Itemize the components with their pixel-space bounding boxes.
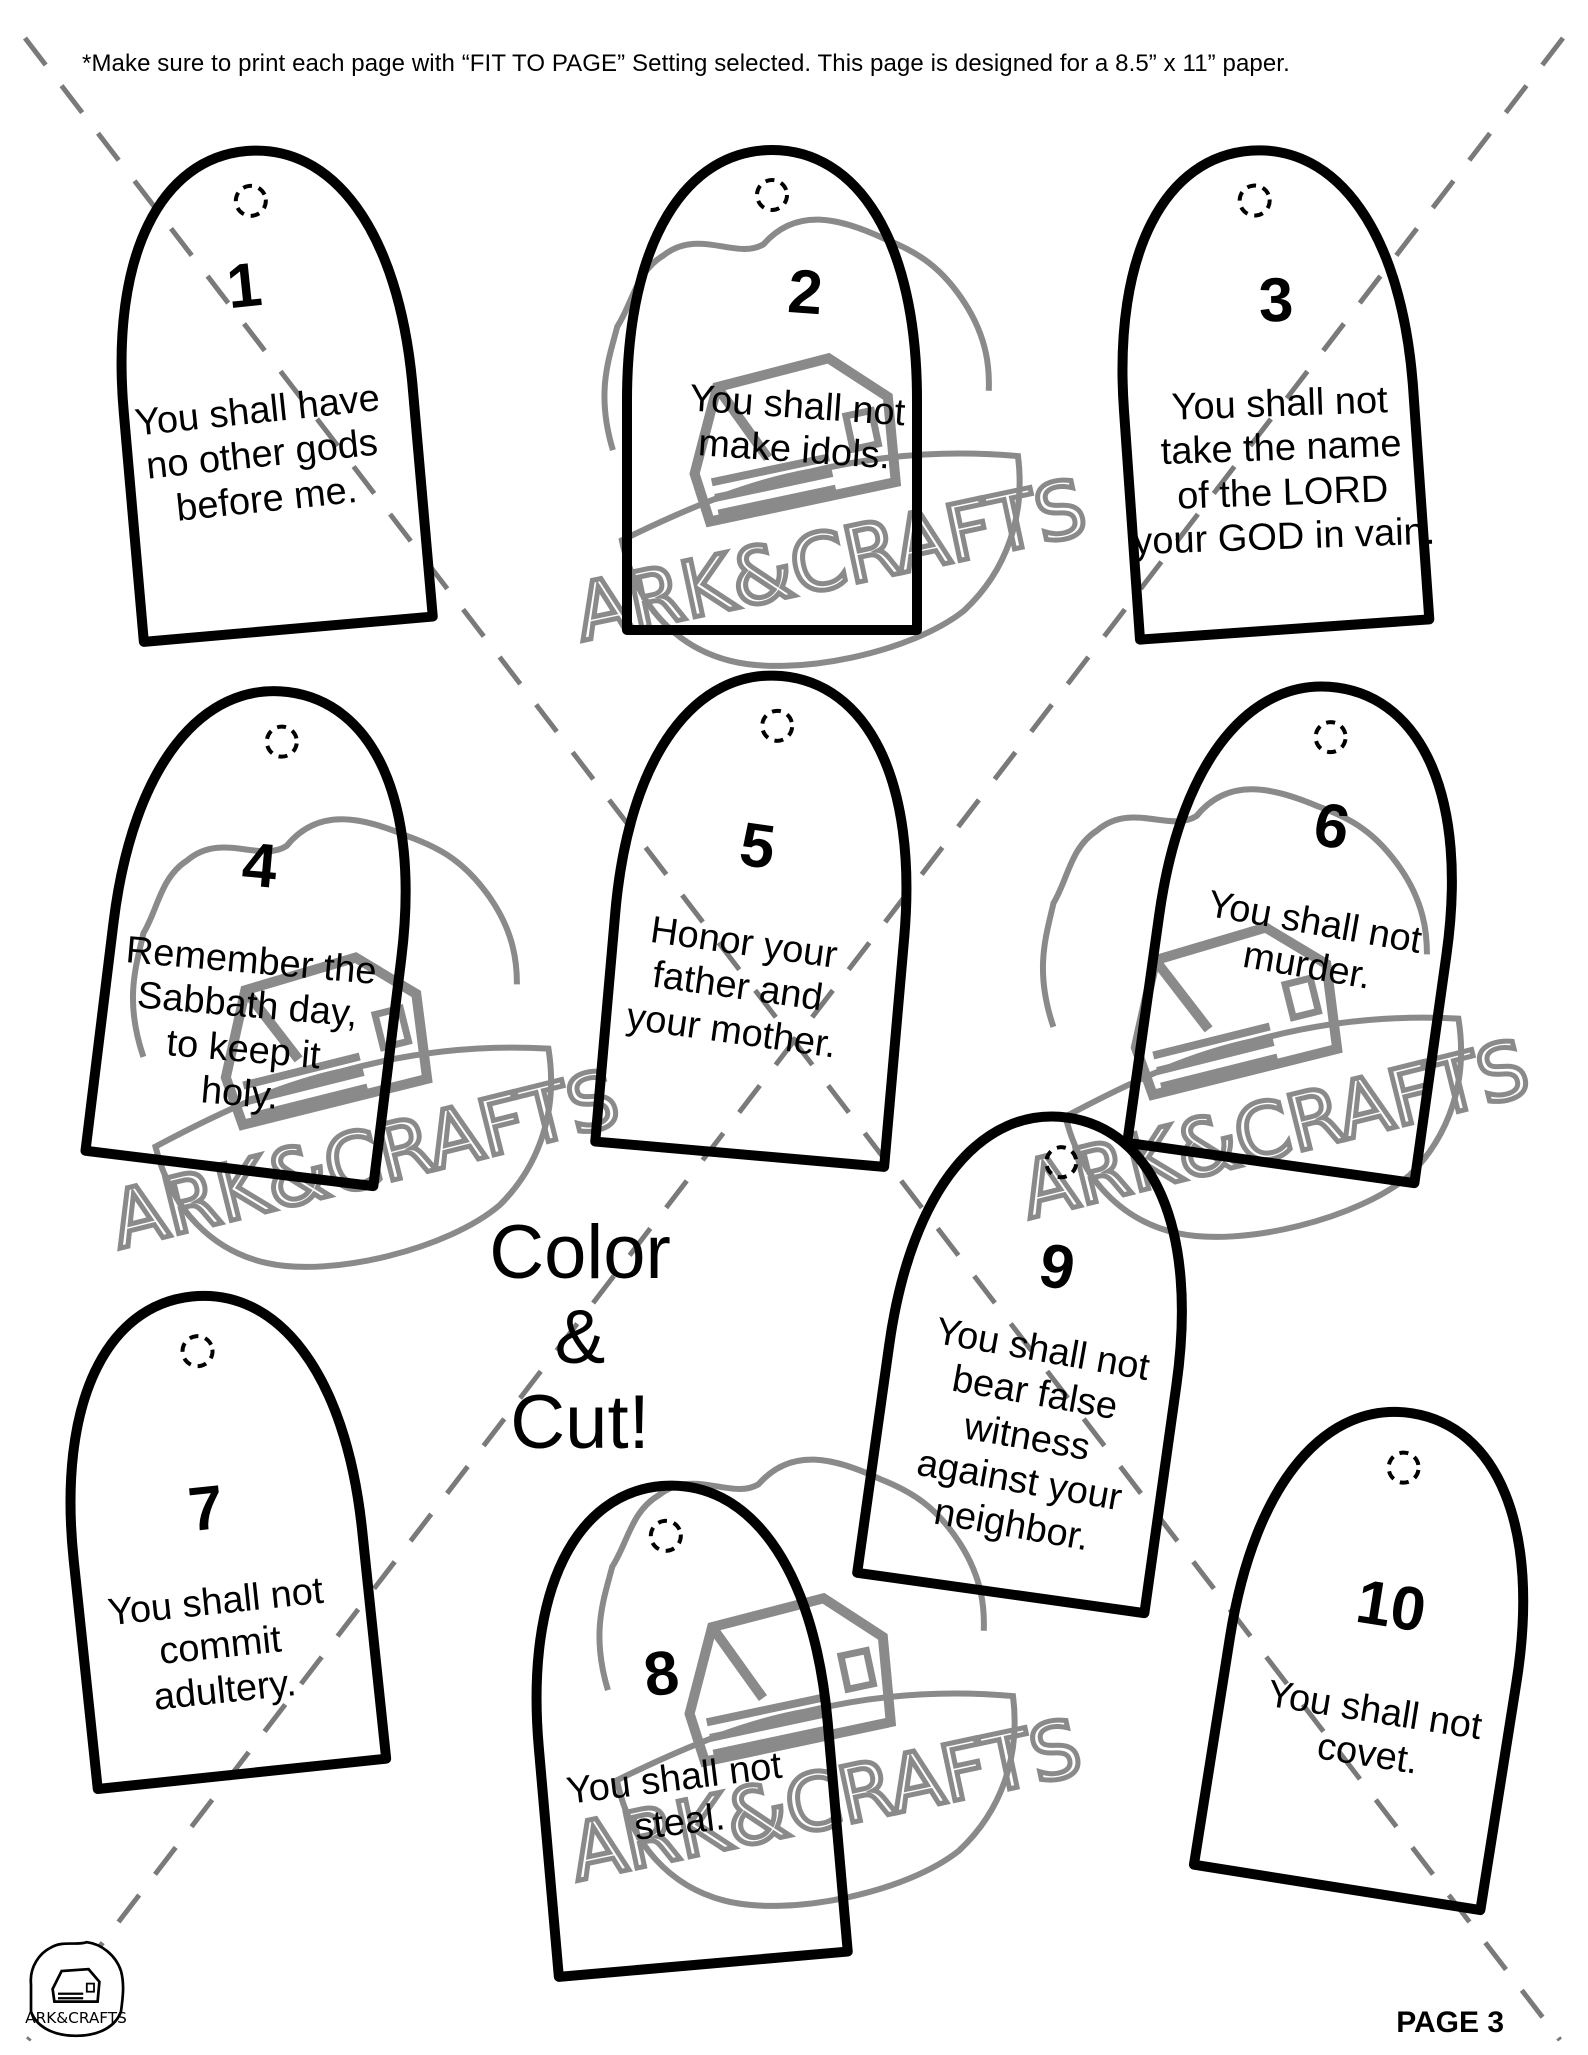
tablet-4: 4 Remember the Sabbath day, to keep it h…	[58, 820, 441, 1132]
tablet-number: 1	[223, 249, 265, 323]
tablet-rule: You shall not bear false witness against…	[913, 1310, 1153, 1560]
tablet-rule: You shall not murder.	[1204, 883, 1425, 999]
tablet-1: 1 You shall have no other gods before me…	[62, 237, 448, 541]
tablet-number: 3	[1257, 265, 1295, 336]
tablet-3: 3 You shall not take the name of the LOR…	[1095, 264, 1465, 566]
tablet-number: 7	[185, 1472, 227, 1546]
tablet-rule: You shall not steal.	[564, 1744, 785, 1850]
tablet-rule: You shall not make idols.	[688, 377, 907, 478]
tablet-9: 9 You shall not bear false witness again…	[830, 1206, 1239, 1578]
tablet-rule: Remember the Sabbath day, to keep it hol…	[124, 929, 379, 1119]
page-number: PAGE 3	[1396, 2006, 1504, 2039]
tablet-number: 4	[239, 830, 280, 902]
tablet-rule: You shall not take the name of the LORD …	[1132, 379, 1436, 564]
print-instructions: *Make sure to print each page with “FIT …	[82, 50, 1290, 77]
tablet-number: 2	[785, 257, 825, 329]
tablet-number: 8	[640, 1637, 683, 1711]
tablet-2: 2 You shall not make idols.	[613, 250, 987, 486]
tablet-number: 6	[1308, 789, 1355, 864]
tablet-rule: You shall have no other gods before me.	[132, 377, 382, 530]
tablet-rule: Honor your father and your mother.	[623, 909, 840, 1067]
tablet-6: 6 You shall not murder.	[1126, 765, 1514, 1019]
tablet-rule: You shall not covet.	[1264, 1672, 1485, 1784]
tablet-10: 10 You shall not covet.	[1186, 1548, 1573, 1805]
logo-text: ARK&CRAFTS	[25, 2009, 127, 2027]
tablet-rule: You shall not commit adultery.	[105, 1569, 326, 1719]
tablet-number: 10	[1351, 1566, 1431, 1646]
tablet-7: 7 You shall not commit adultery.	[24, 1460, 407, 1732]
tablet-8: 8 You shall not steal.	[479, 1622, 861, 1867]
tablet-number: 5	[735, 809, 780, 883]
color-and-cut-title: Color & Cut!	[489, 1210, 671, 1466]
ark-and-crafts-logo: ARK&CRAFTS	[25, 1940, 127, 2038]
tablet-5: 5 Honor your father and your mother.	[550, 791, 940, 1078]
